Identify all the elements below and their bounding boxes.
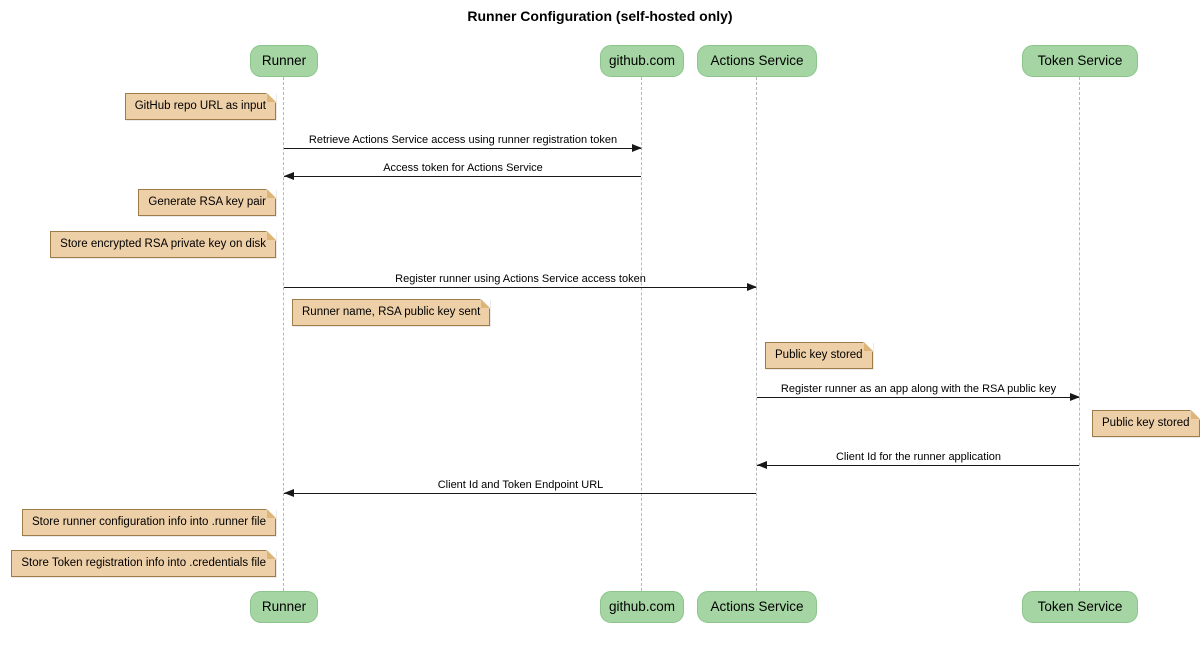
- arrowhead-icon: [1070, 393, 1080, 401]
- diagram-title: Runner Configuration (self-hosted only): [467, 8, 733, 24]
- arrowhead-icon: [757, 461, 767, 469]
- note-store-runner-file: Store runner configuration info into .ru…: [22, 509, 276, 536]
- note-text: Store Token registration info into .cred…: [21, 557, 266, 569]
- message-line: [284, 287, 756, 288]
- note-text: Public key stored: [775, 349, 863, 361]
- participant-github-top: github.com: [600, 45, 684, 77]
- note-text: GitHub repo URL as input: [134, 100, 266, 112]
- arrowhead-icon: [632, 144, 642, 152]
- participant-actions-service-top: Actions Service: [697, 45, 817, 77]
- message-label: Retrieve Actions Service access using ru…: [308, 134, 618, 146]
- arrowhead-icon: [284, 172, 294, 180]
- arrowhead-icon: [747, 283, 757, 291]
- message-line: [284, 148, 641, 149]
- note-github-repo-url: GitHub repo URL as input: [124, 93, 276, 120]
- lifeline-actions-service: [756, 77, 757, 591]
- message-label: Client Id for the runner application: [835, 451, 1002, 463]
- note-text: Generate RSA key pair: [148, 196, 266, 208]
- note-text: Store runner configuration info into .ru…: [32, 516, 266, 528]
- note-public-key-stored-actions: Public key stored: [765, 342, 873, 369]
- note-runner-name-sent: Runner name, RSA public key sent: [292, 299, 491, 326]
- participant-token-service-bottom: Token Service: [1022, 591, 1138, 623]
- participant-token-service-top: Token Service: [1022, 45, 1138, 77]
- message-line: [284, 493, 756, 494]
- message-label: Register runner using Actions Service ac…: [395, 273, 646, 285]
- message-label: Client Id and Token Endpoint URL: [437, 479, 604, 491]
- note-store-credentials-file: Store Token registration info into .cred…: [11, 550, 276, 577]
- arrowhead-icon: [284, 489, 294, 497]
- lifeline-token-service: [1079, 77, 1080, 591]
- message-line: [757, 465, 1079, 466]
- message-label: Access token for Actions Service: [383, 162, 543, 174]
- note-text: Public key stored: [1102, 417, 1190, 429]
- message-line: [284, 176, 641, 177]
- lifeline-github: [641, 77, 642, 591]
- note-public-key-stored-token: Public key stored: [1092, 410, 1200, 437]
- note-store-private-key: Store encrypted RSA private key on disk: [50, 231, 276, 258]
- message-line: [757, 397, 1079, 398]
- note-generate-rsa: Generate RSA key pair: [138, 189, 276, 216]
- lifeline-runner: [283, 77, 284, 591]
- participant-github-bottom: github.com: [600, 591, 684, 623]
- participant-actions-service-bottom: Actions Service: [697, 591, 817, 623]
- participant-runner-bottom: Runner: [250, 591, 318, 623]
- note-text: Runner name, RSA public key sent: [302, 306, 481, 318]
- note-text: Store encrypted RSA private key on disk: [60, 238, 266, 250]
- participant-runner-top: Runner: [250, 45, 318, 77]
- message-label: Register runner as an app along with the…: [780, 383, 1057, 395]
